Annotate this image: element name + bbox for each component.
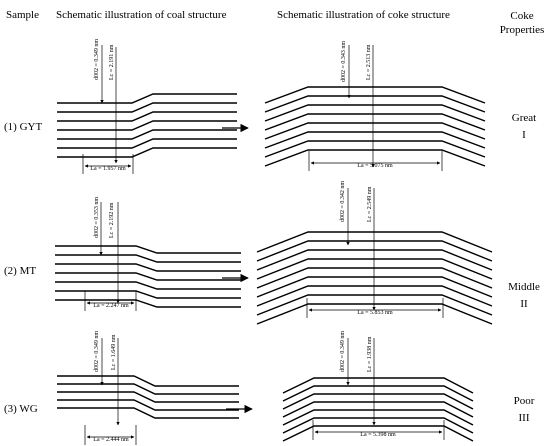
coal-layer-2-4 <box>55 272 241 281</box>
coke-3-la-label: La = 5.398 nm <box>360 432 396 438</box>
coal-3-d002-label: d002 = 0.349 nm <box>94 331 100 372</box>
header-coke-properties-line2: Properties <box>499 24 545 36</box>
coke-layer-2-2 <box>256 240 493 262</box>
property-2: Middle II <box>499 279 549 313</box>
coke-layer-3-4 <box>282 401 474 418</box>
coal-layer-2-6 <box>55 290 241 299</box>
property-1-grade: I <box>522 129 526 141</box>
coke-layer-3-2 <box>282 385 474 402</box>
property-3-rating: Poor <box>513 395 535 407</box>
header-coke: Schematic illustration of coke structure <box>277 9 450 21</box>
coke-2-la-label: La = 5.853 nm <box>357 310 393 316</box>
annotations <box>82 45 445 445</box>
coke-1-la-label: La = 5.075 nm <box>357 163 393 169</box>
coke-layer-2-8 <box>256 294 493 316</box>
coal-layer-1-3 <box>57 111 237 122</box>
coke-layer-1-6 <box>264 131 486 149</box>
coke-2-lc-label: Lc = 2.549 nm <box>367 186 373 222</box>
coal-1-la-label: La = 1.957 nm <box>90 166 126 172</box>
coke-layer-1-5 <box>264 122 486 140</box>
coke-layer-3-3 <box>282 393 474 410</box>
coal-2-d002-label: d002 = 0.353 nm <box>94 197 100 238</box>
property-1-rating: Great <box>511 112 537 124</box>
coal-layer-1-2 <box>57 102 237 113</box>
coke-layer-1-8 <box>264 149 486 167</box>
coal-layer-3-1 <box>57 375 239 387</box>
header-coal: Schematic illustration of coal structure <box>56 9 227 21</box>
coke-layer-3-7 <box>282 425 474 442</box>
coal-layer-1-1 <box>57 93 237 104</box>
coke-layer-2-9 <box>256 303 493 325</box>
coke-3-d002-label: d002 = 0.349 nm <box>340 331 346 372</box>
coke-3-lc-label: Lc = 1.938 nm <box>367 336 373 372</box>
coke-layer-3-6 <box>282 417 474 434</box>
sample-label-1: (1) GYT <box>4 121 43 133</box>
coke-layer-3-5 <box>282 409 474 426</box>
coke-layer-2-1 <box>256 231 493 253</box>
coal-layer-2-2 <box>55 254 241 263</box>
coal-layer-3-2 <box>57 383 239 395</box>
coal-layer-3-4 <box>57 399 239 411</box>
coal-2-lc-label: Lc = 2.192 nm <box>109 202 115 238</box>
coke-layer-3-1 <box>282 377 474 394</box>
coal-3-lc-label: Lc = 1.649 nm <box>111 334 117 370</box>
coke-1-lc-label: Lc = 2.513 nm <box>366 44 372 80</box>
coke-layer-1-4 <box>264 113 486 131</box>
layer-lines <box>55 86 493 442</box>
coal-layer-1-5 <box>57 129 237 140</box>
coal-2-la-label: La = 2.247 nm <box>93 303 129 309</box>
coal-layer-2-5 <box>55 281 241 290</box>
coal-layer-2-1 <box>55 245 241 254</box>
coke-1-d002-label: d002 = 0.343 nm <box>341 41 347 82</box>
property-3: Poor III <box>499 393 549 427</box>
sample-label-2: (2) MT <box>4 265 37 277</box>
coal-layer-1-4 <box>57 120 237 131</box>
coal-layer-2-3 <box>55 263 241 272</box>
property-3-grade: III <box>518 412 530 424</box>
coke-layer-2-7 <box>256 285 493 307</box>
coke-2-d002-label: d002 = 0.342 nm <box>340 181 346 222</box>
coke-layer-2-6 <box>256 276 493 298</box>
header-coke-properties-line1: Coke <box>510 10 534 22</box>
coal-layer-3-5 <box>57 407 239 419</box>
header-coke-properties: Coke Properties <box>497 9 547 37</box>
property-2-grade: II <box>520 298 528 310</box>
coke-layer-1-2 <box>264 95 486 113</box>
header-sample: Sample <box>6 9 39 21</box>
coal-layer-1-6 <box>57 138 237 149</box>
sample-label-3: (3) WG <box>4 403 38 415</box>
coke-layer-1-1 <box>264 86 486 104</box>
coke-layer-2-4 <box>256 258 493 280</box>
coal-1-lc-label: Lc = 2.191 nm <box>109 44 115 80</box>
coke-layer-1-3 <box>264 104 486 122</box>
annotation-labels: d002 = 0.349 nm Lc = 2.191 nm La = 1.957 n… <box>90 39 396 443</box>
coal-1-d002-label: d002 = 0.349 nm <box>94 39 100 80</box>
coal-layer-3-3 <box>57 391 239 403</box>
coke-layer-1-7 <box>264 140 486 158</box>
coke-layer-2-3 <box>256 249 493 271</box>
property-1: Great I <box>499 110 549 144</box>
coal-layer-2-7 <box>55 299 241 308</box>
coal-3-la-label: La = 2.444 nm <box>93 437 129 443</box>
property-2-rating: Middle <box>508 281 540 293</box>
coal-layer-1-7 <box>57 147 237 158</box>
coke-layer-2-5 <box>256 267 493 289</box>
